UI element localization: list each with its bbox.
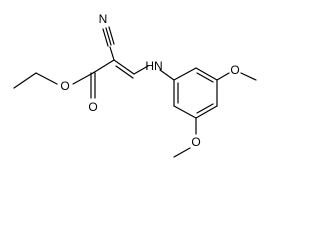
ring-inner-1 <box>196 72 214 83</box>
bond-nh-ring <box>159 69 175 81</box>
bond-alpha-cn <box>109 46 115 61</box>
bonds <box>13 26 257 158</box>
bond-o-carbonyl <box>72 72 94 85</box>
bond-cn-triple-1 <box>102 28 109 47</box>
bond-ch2-o <box>35 72 58 85</box>
bond-vinyl-nh <box>133 65 149 75</box>
bond-ometop-ch3 <box>240 72 257 81</box>
ring-inner-2 <box>196 103 214 114</box>
bond-cn-triple-2 <box>105 27 112 46</box>
bond-cn-triple-3 <box>108 26 115 45</box>
bond-alpha-vinyl-2 <box>115 65 134 79</box>
bond-ch3-ch2 <box>13 72 37 89</box>
atom-ester-o-single: O <box>60 79 69 93</box>
atom-nitrile-n: N <box>99 12 108 26</box>
bond-alpha-vinyl-1 <box>113 59 135 75</box>
atom-labels: N O O HN O O <box>60 12 239 149</box>
molecule-structure: N O O HN O O <box>13 12 257 158</box>
atom-amine-nh: HN <box>145 59 162 73</box>
ring-bond-5 <box>173 105 197 119</box>
ring-bond-1 <box>173 67 197 81</box>
atom-methoxy-o-bottom: O <box>191 135 200 149</box>
atom-methoxy-o-top: O <box>230 63 239 77</box>
bond-ring-ometop <box>216 72 230 81</box>
ring-bond-2 <box>195 67 218 81</box>
atom-ester-o-double: O <box>88 100 97 114</box>
bond-omebottom-ch3 <box>173 147 191 158</box>
bond-carbonyl-alpha <box>92 59 115 74</box>
ring-bond-4 <box>195 105 218 119</box>
